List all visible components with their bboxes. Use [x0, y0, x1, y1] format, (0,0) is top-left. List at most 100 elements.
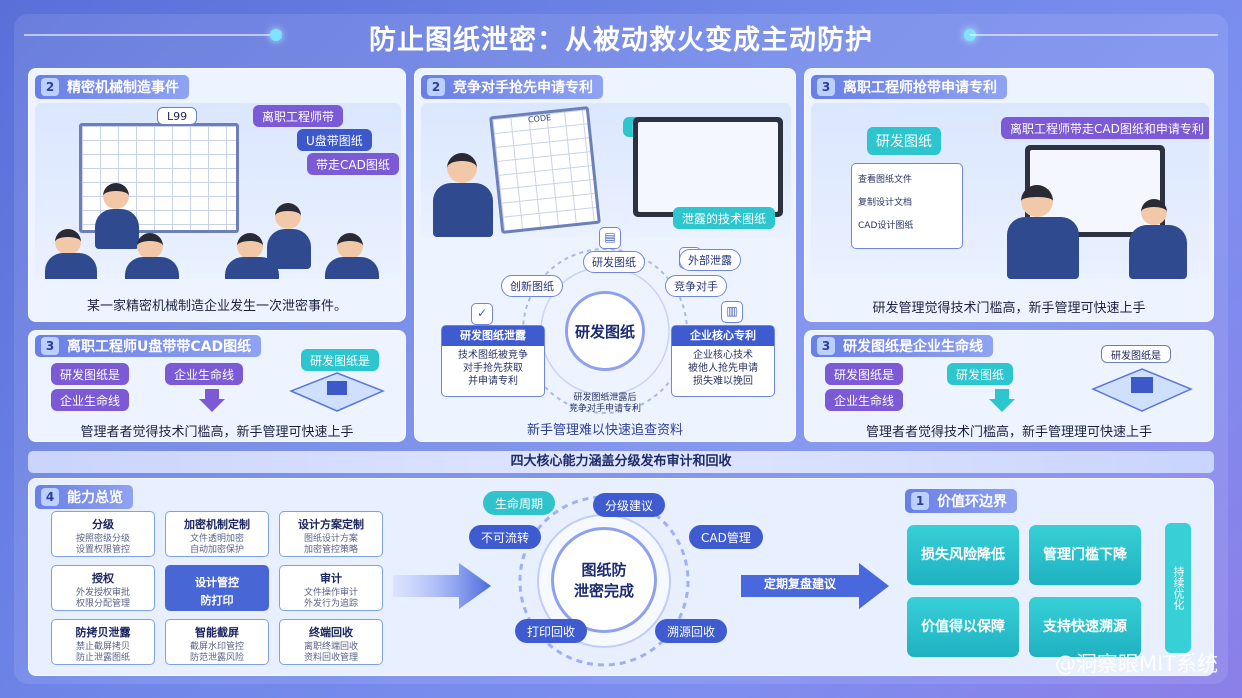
incident-tag-2: U盘带图纸	[297, 129, 372, 151]
card-line: 图纸设计方案	[303, 534, 358, 544]
card-title: 防拷贝泄露	[75, 626, 131, 639]
title-bar: 防止图纸泄密：从被动救火变成主动防护	[0, 12, 1242, 56]
incident-tag-1: 离职工程师带	[253, 105, 344, 127]
incident-tag-3: 带走CAD图纸	[307, 153, 399, 175]
office-scene: 研发图纸 查看图纸文件 复制设计文档 CAD设计图纸 离职工程师带走CAD图纸和…	[811, 103, 1209, 279]
core-patent-box: 企业核心专利 企业核心技术 被他人抢先申请 损失难以挽回	[671, 325, 775, 397]
panel-caption: 管理者者觉得技术门槛高，新手管理理可快速上手	[865, 425, 1152, 440]
review-label: 定期复盘建议	[763, 577, 836, 591]
title-rule-right	[970, 34, 1218, 36]
person-body	[325, 257, 379, 279]
center-line: 泄密完成	[573, 582, 634, 600]
value-box: 支持快速溯源	[1029, 597, 1141, 657]
card-line: 防打印	[200, 594, 234, 607]
panel-manufacturing-incident: 2 精密机械制造事件 L99 离职工程师带 U盘带图纸	[28, 68, 406, 322]
card-line: 资料回收管理	[303, 653, 358, 663]
overview-header: 4 能力总览	[35, 485, 133, 509]
file-list-item: 查看图纸文件	[858, 175, 913, 185]
person-body	[1129, 225, 1187, 279]
rd-drawing-tag: 研发图纸	[867, 127, 941, 155]
lifeline-tag-2: 企业生命线	[165, 363, 244, 385]
down-arrow-icon	[199, 389, 225, 412]
person-head	[1141, 199, 1167, 225]
person-body	[433, 183, 493, 237]
core-patent-line: 企业核心技术	[693, 350, 753, 361]
person-body	[225, 257, 279, 279]
capability-card-highlight: 设计管控防打印	[165, 565, 269, 611]
capability-card: 加密机制定制文件透明加密自动加密保护	[165, 511, 269, 557]
panel-competitor-patent: 2 竞争对手抢先申请专利 CODE 图纸 泄露的技术图纸 研发图纸 ▤ 研发图纸…	[414, 68, 796, 442]
rd-leak-box: 研发图纸泄露 技术图纸被竞争 对手抢先获取 并申请专利	[441, 325, 545, 397]
capability-card: 设计方案定制图纸设计方案加密管控策略	[279, 511, 383, 557]
ring-node-innovation: 创新图纸	[501, 275, 563, 297]
card-title: 设计方案定制	[298, 518, 364, 531]
overview-heading: 能力总览	[67, 490, 123, 506]
panel-number: 2	[41, 78, 59, 96]
lifeline-tag-3: 企业生命线	[51, 389, 130, 411]
value-box: 损失风险降低	[907, 525, 1019, 585]
person-head	[1021, 185, 1053, 217]
ring-node-competitor: 竞争对手	[665, 275, 727, 297]
file-list-item: 复制设计文档	[858, 198, 913, 208]
card-line: 截屏水印管控	[189, 642, 244, 652]
card-line: 外发授权审批	[75, 588, 130, 598]
side-optimize-bar: 持续优化	[1165, 523, 1191, 653]
title-rule-left	[24, 34, 276, 36]
flow-arrow-icon	[393, 563, 491, 609]
document-icon: ▤	[599, 227, 621, 249]
card-line: 按照密级分级	[75, 534, 130, 544]
rd-leak-title: 研发图纸泄露	[442, 326, 544, 346]
panel-usb-leak: 3 离职工程师U盘带带CAD图纸 研发图纸是 企业生命线 企业生命线 研发图纸是…	[28, 330, 406, 442]
file-icon: ▥	[721, 301, 743, 323]
person-body	[125, 257, 179, 279]
lifeline-tag-3: 研发图纸	[947, 363, 1014, 385]
person-body	[95, 209, 139, 249]
panel-heading: 研发图纸是企业生命线	[843, 339, 983, 355]
meeting-scene: L99 离职工程师带 U盘带图纸 带走CAD图纸	[35, 103, 401, 279]
panel-number: 3	[817, 78, 835, 96]
lifecycle-center: 图纸防 泄密完成	[551, 527, 657, 633]
lifeline-badge: 研发图纸是	[1101, 345, 1171, 363]
value-box: 价值得以保障	[907, 597, 1019, 657]
capability-card: 分级按照密级分级设置权限管控	[51, 511, 155, 557]
title-dot-left	[270, 29, 282, 41]
person-head	[275, 203, 301, 229]
capability-card: 防拷贝泄露禁止截屏拷贝防止泄露图纸	[51, 619, 155, 665]
panel-header: 3 离职工程师U盘带带CAD图纸	[35, 335, 262, 357]
capability-card: 授权外发授权审批权限分配管理	[51, 565, 155, 611]
panel-number: 2	[427, 78, 445, 96]
server-chip-icon	[1091, 368, 1193, 412]
card-line: 防止泄露图纸	[75, 653, 130, 663]
card-title: 审计	[320, 572, 342, 585]
core-patent-title: 企业核心专利	[672, 326, 774, 346]
bottom-note: 研发图纸泄露后 竞争对手申请专利	[535, 393, 675, 415]
board-label: L99	[157, 107, 198, 125]
down-arrow-icon	[989, 389, 1015, 412]
card-line: 禁止截屏拷贝	[75, 642, 130, 652]
panel-caption: 研发管理觉得技术门槛高，新手管理可快速上手	[872, 301, 1146, 316]
lifeline-tag-1: 研发图纸是	[51, 363, 130, 385]
person-head	[447, 153, 477, 183]
pill-trace-recycle: 溯源回收	[655, 619, 728, 643]
lifeline-tag-2: 企业生命线	[825, 389, 904, 411]
person-body	[45, 253, 97, 279]
file-list-card: 查看图纸文件 复制设计文档 CAD设计图纸	[851, 163, 963, 249]
value-heading: 价值环边界	[937, 494, 1007, 510]
card-title: 智能截屏	[195, 626, 239, 639]
panel-heading: 离职工程师抢带申请专利	[843, 80, 997, 96]
card-line: 加密管控策略	[303, 545, 358, 555]
person-head	[103, 183, 129, 209]
person-head	[237, 233, 263, 259]
panel-departing-engineer: 3 离职工程师抢带申请专利 研发图纸 查看图纸文件 复制设计文档 CAD设计图纸…	[804, 68, 1214, 322]
panel-header: 3 研发图纸是企业生命线	[811, 335, 993, 357]
lifeline-badge: 研发图纸是	[301, 349, 380, 371]
file-list-item: CAD设计图纸	[858, 221, 914, 231]
person-body	[1007, 217, 1079, 279]
capabilities-banner: 四大核心能力涵盖分级发布审计和回收	[28, 451, 1214, 473]
core-patent-line: 损失难以挽回	[693, 376, 753, 387]
capability-card: 智能截屏截屏水印管控防范泄露风险	[165, 619, 269, 665]
desktop-monitor	[633, 117, 783, 217]
watermark: @洞察眼MIT系统	[1054, 652, 1218, 676]
rd-leak-line: 并申请专利	[468, 376, 518, 387]
page-title: 防止图纸泄密：从被动救火变成主动防护	[369, 25, 873, 56]
